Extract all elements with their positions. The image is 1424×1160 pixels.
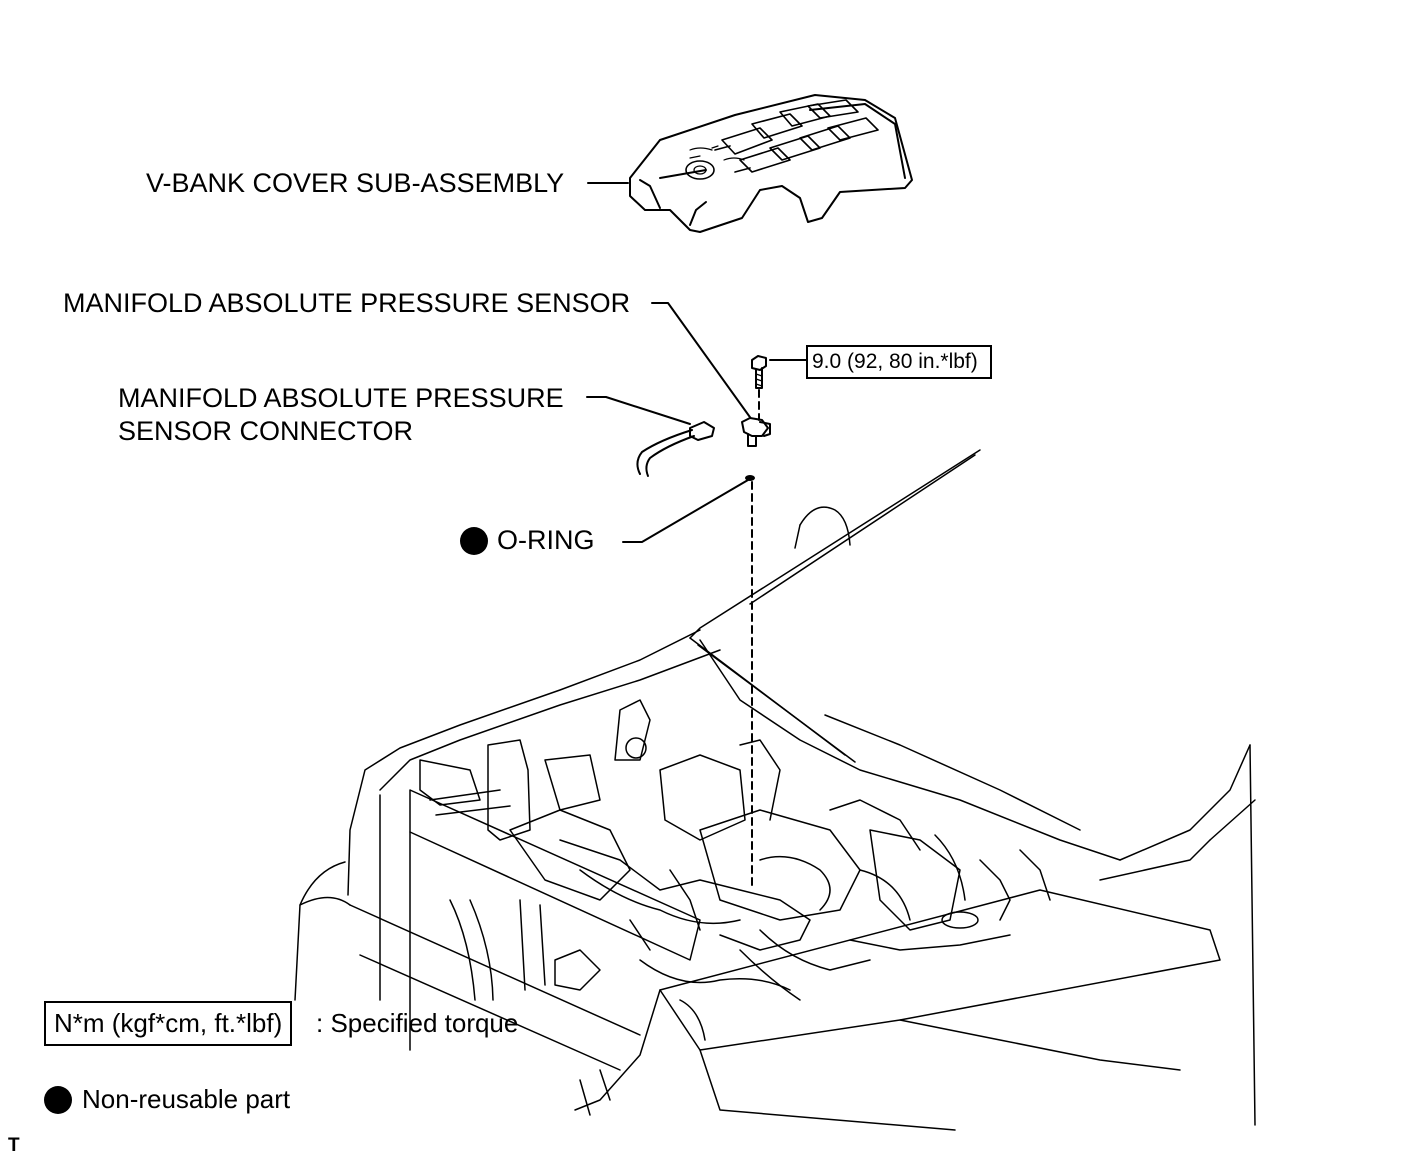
connector-leader-line xyxy=(586,396,691,425)
oring-leader-line xyxy=(622,479,749,543)
installation-dashed-line xyxy=(751,389,760,891)
map-sensor-illustration xyxy=(741,417,771,447)
legend-nonreusable-mark xyxy=(44,1086,72,1114)
map-connector-label-line2: SENSOR CONNECTOR xyxy=(118,416,414,446)
legend-torque-desc: : Specified torque xyxy=(316,1008,519,1038)
legend-nonreusable-label: Non-reusable part xyxy=(82,1084,291,1114)
corner-mark: T xyxy=(8,1135,20,1156)
oring-illustration xyxy=(745,475,755,481)
torque-spec-box: 9.0 (92, 80 in.*lbf) xyxy=(806,345,992,379)
bolt-illustration xyxy=(751,355,767,389)
map-sensor-label: MANIFOLD ABSOLUTE PRESSURE SENSOR xyxy=(63,288,631,318)
vbank-cover-illustration xyxy=(629,94,913,233)
legend-torque-box: N*m (kgf*cm, ft.*lbf) xyxy=(44,1001,293,1046)
legend-torque-unit: N*m (kgf*cm, ft.*lbf) xyxy=(54,1008,283,1038)
sensor-leader-line xyxy=(651,302,753,421)
oring-label: O-RING xyxy=(497,525,595,555)
nonreusable-mark xyxy=(460,527,488,555)
map-connector-label-line1: MANIFOLD ABSOLUTE PRESSURE xyxy=(118,383,564,413)
torque-spec-value: 9.0 (92, 80 in.*lbf) xyxy=(812,350,978,373)
vbank-cover-label: V-BANK COVER SUB-ASSEMBLY xyxy=(146,168,565,198)
connector-illustration xyxy=(636,421,715,477)
vehicle-engine-bay-illustration xyxy=(294,449,1256,1131)
